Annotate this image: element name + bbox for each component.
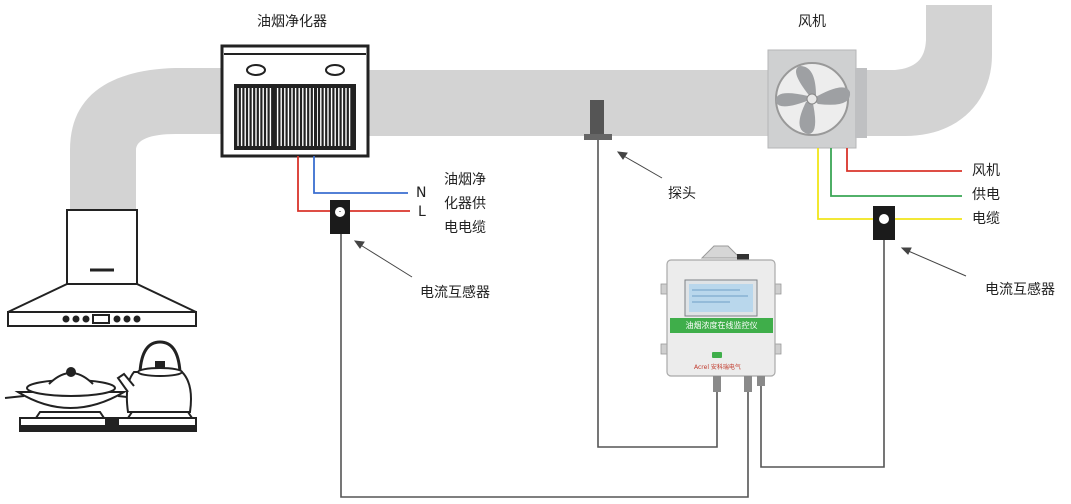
purifier-supply-label-line1: 油烟净 bbox=[444, 172, 486, 188]
range-hood bbox=[7, 209, 197, 327]
ct-left-label: 电流互感器 bbox=[420, 285, 490, 301]
purifier-supply-label-line2: 化器供 bbox=[444, 196, 486, 212]
probe-label: 探头 bbox=[668, 186, 696, 202]
fan-supply-label-line3: 电缆 bbox=[972, 211, 1000, 227]
monitor-title-band: 油烟浓度在线监控仪 bbox=[670, 318, 773, 333]
purifier-title: 油烟净化器 bbox=[257, 14, 327, 30]
current-transformer-right bbox=[873, 206, 895, 240]
fan-power-wires bbox=[817, 148, 962, 220]
probe-sensor bbox=[584, 100, 612, 140]
annotation-arrows bbox=[353, 151, 967, 278]
fan-blades-icon bbox=[775, 66, 851, 134]
signal-wires bbox=[340, 140, 885, 498]
purifier-power-wires bbox=[297, 156, 410, 212]
exhaust-fan-unit bbox=[767, 49, 867, 149]
wire-label-l: L bbox=[418, 204, 426, 220]
fume-purifier-unit bbox=[220, 44, 370, 158]
fan-supply-label-line2: 供电 bbox=[972, 187, 1000, 203]
monitor-brand-logo: Acrel 安科瑞电气 bbox=[694, 364, 741, 371]
wire-label-n: N bbox=[416, 185, 427, 201]
oil-fume-monitor bbox=[660, 245, 782, 392]
ct-right-label: 电流互感器 bbox=[985, 282, 1055, 298]
stove-with-cookware bbox=[4, 340, 197, 432]
current-transformer-left bbox=[330, 200, 350, 234]
fan-title: 风机 bbox=[798, 14, 826, 30]
purifier-supply-label-line3: 电电缆 bbox=[444, 220, 486, 236]
fan-supply-label-line1: 风机 bbox=[972, 163, 1000, 179]
